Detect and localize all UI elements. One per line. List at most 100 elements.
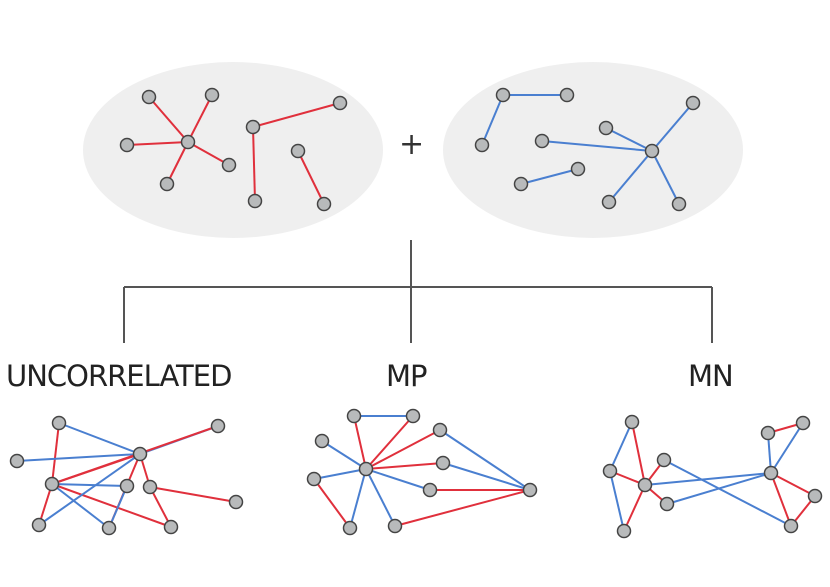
graph-node [405, 408, 421, 424]
blue-edge [609, 421, 633, 472]
graph-node [101, 520, 117, 536]
graph-node [685, 95, 701, 111]
red-edge [313, 478, 351, 529]
blue-edge [58, 422, 141, 455]
graph-node [616, 523, 632, 539]
red-edge [365, 462, 444, 470]
uncorrelated-graph-edges [16, 422, 237, 529]
red-edge [252, 126, 256, 202]
graph-node [119, 478, 135, 494]
graph-node [474, 137, 490, 153]
graph-node [142, 479, 158, 495]
graph-node [422, 482, 438, 498]
red-edge [770, 472, 792, 527]
red-edge [148, 96, 189, 143]
graph-node [559, 87, 575, 103]
blue-edge [644, 472, 772, 486]
blue-edge [442, 462, 531, 491]
graph-node [795, 415, 811, 431]
graph-node [358, 461, 374, 477]
graph-node [141, 89, 157, 105]
red-edge [770, 472, 816, 497]
graph-node [342, 520, 358, 536]
red-edge [353, 415, 367, 470]
blue-layer-ellipse [443, 62, 743, 238]
graph-node [163, 519, 179, 535]
red-edge [394, 489, 531, 527]
label-uncorrelated: UNCORRELATED [6, 359, 232, 393]
graph-node [119, 137, 135, 153]
graph-node [332, 95, 348, 111]
uncorrelated-graph-nodes [9, 415, 244, 536]
graph-node [228, 494, 244, 510]
graph-node [624, 414, 640, 430]
red-edge [51, 483, 172, 528]
graph-node [432, 422, 448, 438]
blue-edge [666, 472, 772, 505]
red-edge [365, 429, 441, 470]
blue-edge [663, 459, 792, 527]
plus-operator: + [399, 127, 425, 162]
blue-edge [651, 102, 694, 152]
blue-edge [313, 468, 367, 480]
graph-node [314, 433, 330, 449]
blue-edge [51, 483, 110, 529]
graph-node [31, 517, 47, 533]
red-edge [297, 150, 325, 205]
graph-node [435, 455, 451, 471]
graph-node [9, 453, 25, 469]
graph-node [346, 408, 362, 424]
graph-node [659, 496, 675, 512]
graph-node [570, 161, 586, 177]
mp-graph-nodes [306, 408, 538, 536]
graph-node [656, 452, 672, 468]
graph-node [132, 446, 148, 462]
blue-edge [365, 468, 431, 491]
label-mn: MN [688, 359, 734, 393]
graph-node [598, 120, 614, 136]
graph-node [51, 415, 67, 431]
graph-node [387, 518, 403, 534]
graph-node [495, 87, 511, 103]
blue-edge [651, 150, 680, 205]
blue-edge [609, 470, 625, 532]
mp-graph-edges [313, 415, 531, 529]
label-mp: MP [386, 359, 428, 393]
red-edge [187, 141, 230, 166]
blue-edge [605, 127, 653, 152]
red-edge [631, 421, 646, 486]
mn-graph-edges [609, 421, 816, 532]
graph-node [180, 134, 196, 150]
branch-connector [123, 240, 713, 343]
blue-edge [365, 468, 396, 527]
graph-node [210, 418, 226, 434]
blue-edge [349, 468, 367, 529]
graph-node [763, 465, 779, 481]
graph-node [316, 196, 332, 212]
graph-node [247, 193, 263, 209]
red-edge [51, 453, 141, 485]
red-edge [166, 141, 189, 185]
blue-edge [541, 140, 653, 152]
graph-node [783, 518, 799, 534]
blue-edge [38, 453, 141, 526]
graph-node [221, 157, 237, 173]
blue-edge [481, 94, 504, 146]
red-edge [365, 415, 414, 470]
graph-node [602, 463, 618, 479]
blue-layer-graph-edges [481, 94, 694, 205]
blue-edge [608, 150, 653, 203]
blue-layer-graph-nodes [474, 87, 701, 212]
red-edge [149, 486, 237, 503]
red-layer-graph-nodes [119, 87, 348, 212]
graph-node [44, 476, 60, 492]
graph-node [760, 425, 776, 441]
graph-node [522, 482, 538, 498]
graph-node [306, 471, 322, 487]
red-edge [149, 486, 172, 528]
graph-node [807, 488, 823, 504]
graph-node [644, 143, 660, 159]
graph-node [159, 176, 175, 192]
blue-edge [439, 429, 531, 491]
